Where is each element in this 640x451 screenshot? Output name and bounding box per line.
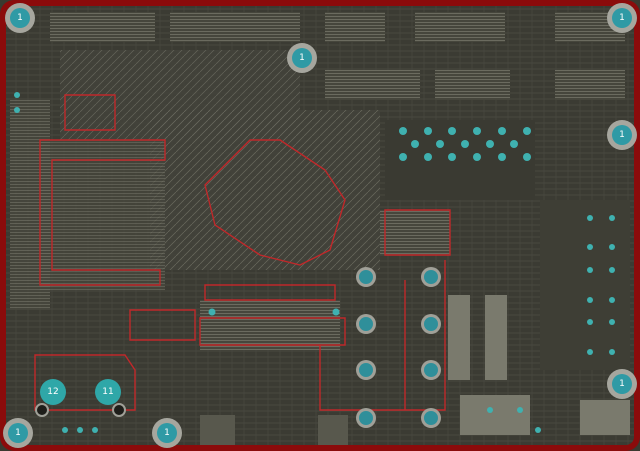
svg-text:1: 1 — [619, 379, 625, 389]
mounting-hole: 1 — [3, 418, 33, 448]
routing-region — [10, 50, 630, 370]
svg-text:1: 1 — [619, 130, 625, 140]
svg-text:12: 12 — [47, 387, 58, 397]
mounting-hole: 1 — [607, 120, 637, 150]
mounting-hole: 1 — [152, 418, 182, 448]
pad-12: 12 — [40, 379, 66, 405]
small-pad — [35, 403, 49, 417]
mounting-hole: 1 — [607, 369, 637, 399]
connector-footprint — [200, 415, 235, 445]
svg-text:1: 1 — [15, 428, 21, 438]
pin-header-columns — [448, 295, 630, 435]
through-hole-pads — [356, 267, 441, 428]
small-pad — [112, 403, 126, 417]
svg-text:1: 1 — [619, 13, 625, 23]
mounting-hole: 1 — [287, 43, 317, 73]
svg-text:1: 1 — [164, 428, 170, 438]
pad-11: 11 — [95, 379, 121, 405]
connector-footprint — [318, 415, 348, 445]
via-pads — [14, 92, 615, 433]
svg-text:1: 1 — [299, 53, 305, 63]
mounting-hole: 1 — [5, 3, 35, 33]
mounting-hole: 1 — [607, 3, 637, 33]
svg-text:11: 11 — [102, 387, 113, 397]
copper-zone-outlines — [34, 94, 451, 411]
svg-text:1: 1 — [17, 13, 23, 23]
